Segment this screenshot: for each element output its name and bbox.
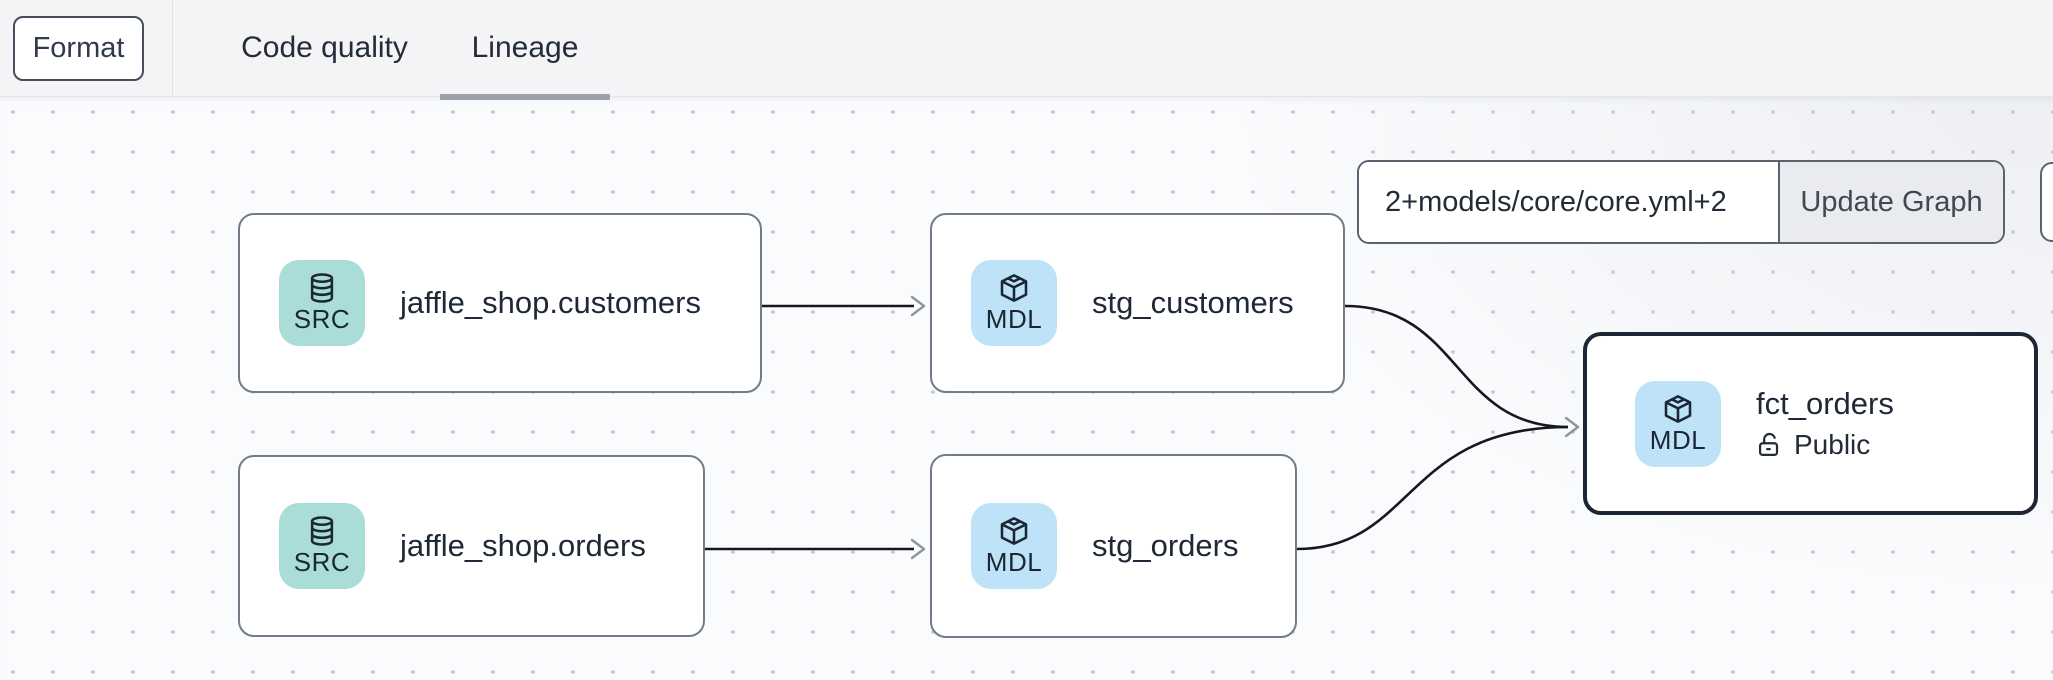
lineage-node-stg-customers[interactable]: MDL stg_customers: [930, 213, 1345, 393]
lineage-node-source-jaffle-shop-customers[interactable]: SRC jaffle_shop.customers: [238, 213, 762, 393]
update-graph-button[interactable]: Update Graph: [1778, 162, 2003, 242]
badge-label: SRC: [293, 547, 351, 577]
toolbar-divider: [172, 0, 173, 96]
node-label: stg_orders: [1092, 528, 1239, 563]
lineage-node-source-jaffle-shop-orders[interactable]: SRC jaffle_shop.orders: [238, 455, 705, 637]
tab-lineage[interactable]: Lineage: [471, 31, 579, 64]
badge-label: SRC: [293, 304, 351, 334]
node-label: stg_customers: [1092, 285, 1294, 320]
unlock-icon: [1758, 432, 1779, 457]
graph-selector-input[interactable]: [1359, 162, 1778, 242]
source-badge: SRC: [279, 503, 365, 589]
badge-label: MDL: [1649, 424, 1707, 455]
model-badge: MDL: [1635, 380, 1721, 467]
tab-code-quality[interactable]: Code quality: [241, 31, 408, 64]
badge-label: MDL: [985, 547, 1043, 577]
node-label: fct_orders: [1756, 386, 1894, 421]
node-access-label: Public: [1794, 429, 1871, 460]
active-tab-underline: [440, 94, 610, 100]
cube-icon: [1664, 394, 1692, 423]
badge-label: MDL: [985, 304, 1043, 334]
lineage-node-stg-orders[interactable]: MDL stg_orders: [930, 454, 1297, 638]
lineage-node-fct-orders[interactable]: MDL fct_orders Public: [1583, 332, 2038, 515]
node-label: jaffle_shop.orders: [400, 528, 646, 563]
model-badge: MDL: [971, 260, 1057, 346]
format-button[interactable]: Format: [13, 16, 144, 81]
node-access-row: Public: [1756, 429, 1894, 461]
node-label: jaffle_shop.customers: [400, 285, 701, 320]
database-icon: [310, 273, 334, 303]
editor-toolbar: Format Code quality Lineage: [0, 0, 2053, 100]
source-badge: SRC: [279, 260, 365, 346]
cropped-right-button[interactable]: [2040, 162, 2053, 242]
cube-icon: [1000, 274, 1028, 302]
database-icon: [310, 516, 334, 546]
cube-icon: [1000, 517, 1028, 545]
graph-selector-group: Update Graph: [1357, 160, 2005, 244]
model-badge: MDL: [971, 503, 1057, 589]
